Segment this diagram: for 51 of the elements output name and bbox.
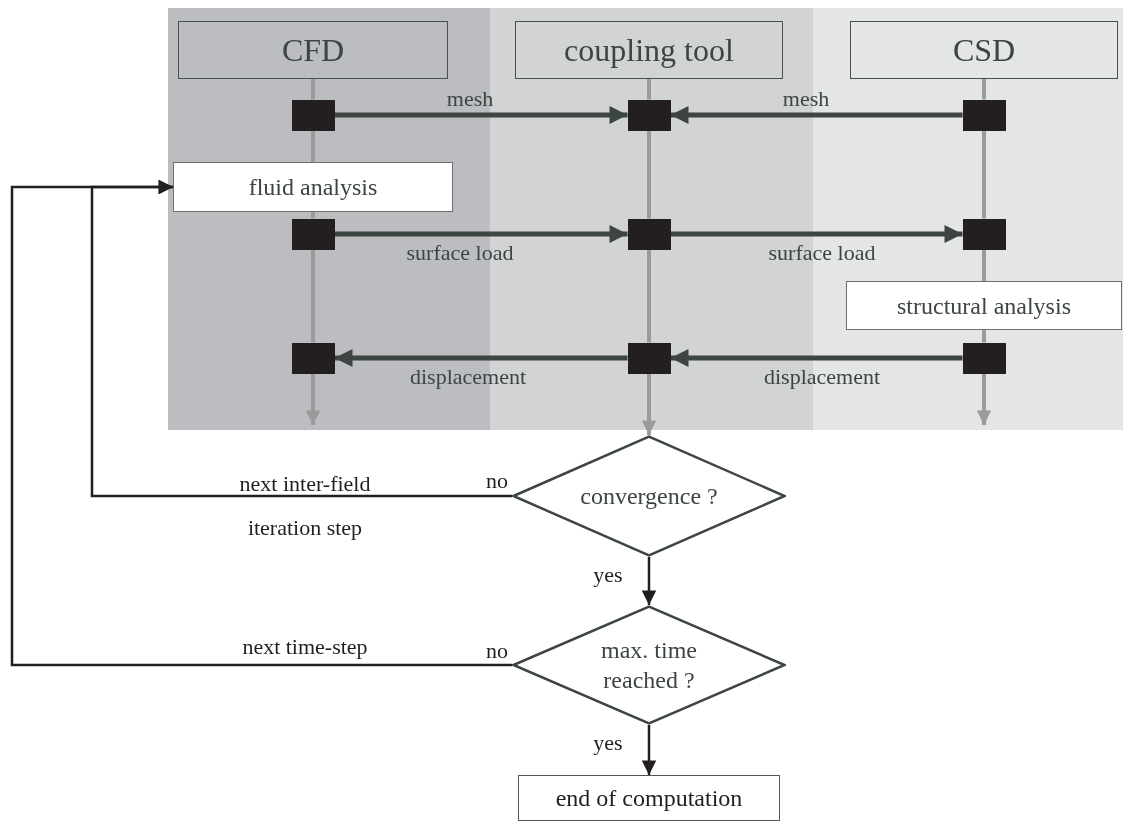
edge-label: next time-step [242, 636, 368, 658]
node-text: fluid analysis [248, 173, 378, 202]
lane-header [850, 21, 1118, 79]
terminal-box [518, 775, 780, 821]
lifeline-arrow [305, 373, 321, 425]
edge-label: yes [593, 564, 623, 586]
branch-label: no [486, 470, 508, 492]
edge-label: yes [593, 732, 623, 754]
lifeline [311, 212, 315, 219]
node-text: convergence ? [580, 482, 718, 511]
lifeline [311, 79, 315, 100]
lifeline-arrow [976, 373, 992, 425]
arrow [334, 349, 628, 367]
node-text: CSD [952, 31, 1016, 70]
edge-label: surface load [768, 242, 876, 264]
lifeline [982, 330, 986, 343]
edge-label: displacement [763, 366, 881, 388]
lifeline [647, 79, 651, 100]
node-text: end of computation [555, 784, 743, 813]
lifeline [311, 130, 315, 162]
process-box [173, 162, 453, 212]
edge-label: mesh [446, 88, 494, 110]
branch-label: no [486, 640, 508, 662]
edge-label: displacement [409, 366, 527, 388]
edge-label: surface load [406, 242, 514, 264]
lifeline [647, 130, 651, 219]
arrow [641, 557, 657, 605]
arrow [10, 179, 512, 667]
arrow [670, 225, 963, 243]
lifeline [311, 249, 315, 343]
lifeline-arrow [641, 373, 657, 435]
lifeline [647, 249, 651, 343]
lifeline [982, 130, 986, 219]
edge-label: mesh [782, 88, 830, 110]
arrow [670, 106, 963, 124]
arrow [641, 725, 657, 775]
decision-diamond [512, 605, 786, 725]
node-text: structural analysis [897, 291, 1071, 321]
node-text: coupling tool [564, 31, 734, 70]
arrow [670, 349, 963, 367]
node-text: CFD [281, 31, 345, 70]
lane-header [515, 21, 783, 79]
edge-label: next inter-field iteration step [238, 470, 372, 542]
arrow [334, 106, 628, 124]
decision-diamond [512, 435, 786, 557]
lane-header [178, 21, 448, 79]
lifeline [982, 79, 986, 100]
arrow [334, 225, 628, 243]
lifeline [982, 249, 986, 281]
process-box [846, 281, 1122, 330]
node-text: max. time reached ? [600, 636, 698, 695]
